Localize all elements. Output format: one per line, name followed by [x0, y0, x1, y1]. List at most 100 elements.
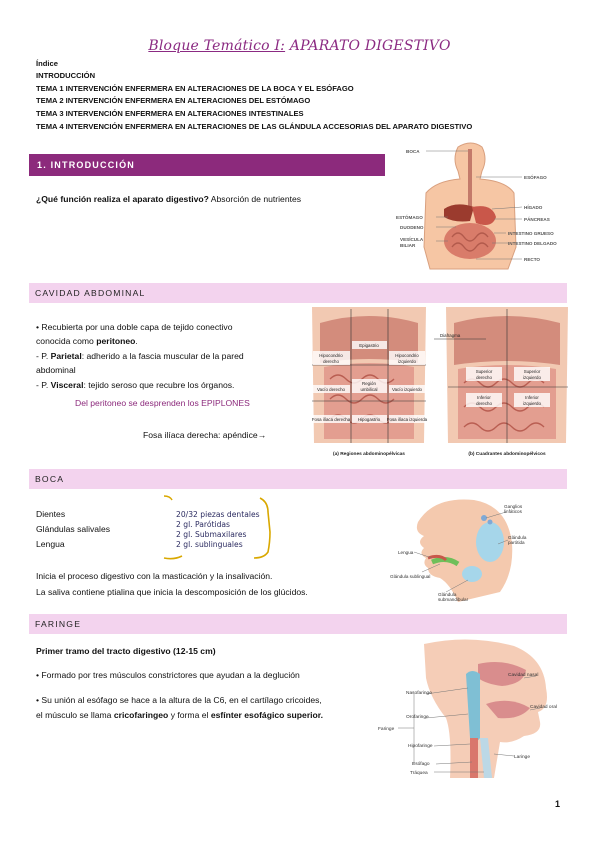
banner-label: 1. INTRODUCCIÓN: [37, 160, 136, 170]
svg-text:Ganglios: Ganglios: [504, 504, 523, 509]
section-banner-introduccion: 1. INTRODUCCIÓN: [29, 154, 385, 176]
cavidad-line: conocida como peritoneo.: [36, 336, 138, 346]
bracket-stroke: [163, 495, 271, 560]
label-nasofaringe: Nasofaringe: [406, 690, 432, 696]
esophagus-tube: [470, 738, 478, 778]
boca-item-glandulas: Glándulas salivales: [36, 524, 111, 534]
svg-text:Región: Región: [362, 381, 376, 386]
label-intestino-delgado: INTESTINO DELGADO: [508, 241, 557, 246]
parotid-gland: [476, 522, 504, 562]
abdominal-regions-figure: Epigastrio Hipocondrio derecho Hipocondr…: [312, 307, 568, 457]
label-hipofaringe: Hipofaringe: [408, 743, 433, 749]
index-item: TEMA 4 INTERVENCIÓN ENFERMERA EN ALTERAC…: [36, 122, 473, 131]
intro-question: ¿Qué función realiza el aparato digestiv…: [36, 194, 209, 204]
section-banner-boca: BOCA: [29, 469, 567, 489]
label-hipocondrio-derecho: derecho: [323, 359, 339, 364]
svg-text:Inferior: Inferior: [477, 395, 491, 400]
trachea-tube: [480, 738, 492, 778]
section-banner-cavidad: CAVIDAD ABDOMINAL: [29, 283, 567, 303]
cavidad-line: - P. Parietal: adherido a la fascia musc…: [36, 351, 244, 361]
index-item: TEMA 3 INTERVENCIÓN ENFERMERA EN ALTERAC…: [36, 109, 304, 118]
faringe-bullet-2: • Su unión al esófago se hace a la altur…: [36, 695, 322, 705]
label-traquea: Tráquea: [410, 770, 428, 776]
label-vacio-izquierdo: Vacío izquierdo: [392, 387, 422, 392]
label-estomago: ESTÓMAGO: [396, 213, 423, 220]
svg-text:Glándula: Glándula: [508, 535, 527, 540]
intestine-coils: [451, 232, 489, 252]
boca-paragraph-2: La saliva contiene ptialina que inicia l…: [36, 587, 308, 597]
index-item: INTRODUCCIÓN: [36, 71, 96, 80]
section-banner-faringe: FARINGE: [29, 614, 567, 634]
label-intestino-grueso: INTESTINO GRUESO: [508, 231, 554, 236]
label-region-umbilical: umbilical: [360, 387, 377, 392]
term-peritoneo: peritoneo: [96, 336, 136, 346]
label-glandula-submandibular: submandibular: [438, 597, 469, 602]
label-cuadrante-inferior-derecho: derecho: [476, 401, 492, 406]
banner-label: CAVIDAD ABDOMINAL: [35, 288, 146, 298]
faringe-bullet-1: • Formado por tres músculos constrictore…: [36, 670, 300, 680]
label-recto: RECTO: [524, 257, 540, 262]
label-cavidad-oral: Cavidad oral: [530, 704, 557, 710]
boca-paragraph-1: Inicia el proceso digestivo con la masti…: [36, 571, 273, 581]
label-lengua: Lengua: [398, 550, 414, 555]
label-higado: HÍGADO: [524, 203, 543, 210]
label-duodeno: DUODENO: [400, 225, 424, 230]
boca-item-lengua: Lengua: [36, 539, 65, 549]
boca-item-dientes: Dientes: [36, 509, 66, 519]
pharynx-figure: Nasofaringe Cavidad nasal Orofaringe Cav…: [378, 639, 557, 778]
note-line: 2 gl. Submaxilares: [176, 530, 247, 539]
label-hipogastrio: Hipogastrio: [358, 417, 381, 422]
term-esfinter: esfínter esofágico superior.: [210, 710, 324, 720]
oral-cavity: [486, 700, 530, 719]
label-boca: BOCA: [406, 149, 420, 154]
banner-label: BOCA: [35, 474, 65, 484]
banner-label: FARINGE: [35, 619, 82, 629]
cavidad-line: - P. Visceral: tejido seroso que recubre…: [36, 380, 235, 390]
salivary-glands-figure: Ganglios linfáticos Glándula parótida Le…: [390, 499, 527, 602]
term-visceral: Visceral: [50, 380, 84, 390]
digestive-system-figure: BOCA ESÓFAGO HÍGADO ESTÓMAGO PÁNCREAS DU…: [396, 142, 557, 270]
index-item: TEMA 2 INTERVENCIÓN ENFERMERA EN ALTERAC…: [36, 96, 311, 105]
intro-question-line: ¿Qué función realiza el aparato digestiv…: [36, 192, 301, 206]
label-hipocondrio-izquierdo: izquierdo: [398, 359, 416, 364]
nasal-cavity: [478, 662, 526, 686]
label-cavidad-nasal: Cavidad nasal: [508, 672, 538, 678]
svg-text:Hipocondrio: Hipocondrio: [319, 353, 343, 358]
note-line: 20/32 piezas dentales: [176, 510, 260, 519]
page-title: Bloque Temático I: APARATO DIGESTIVO: [0, 38, 599, 54]
intro-answer: Absorción de nutrientes: [208, 194, 302, 204]
label-esofago: Esófago: [412, 761, 430, 767]
pharynx-tube: [466, 671, 480, 742]
svg-text:Superior: Superior: [476, 369, 493, 374]
label-cuadrante-inferior-izquierdo: izquierdo: [523, 401, 541, 406]
label-biliar: BILIAR: [400, 243, 416, 248]
label-orofaringe: Orofaringe: [406, 714, 429, 720]
caption-regiones: (a) Regiones abdominopélvicas: [333, 451, 405, 457]
index-heading: Índice: [36, 59, 58, 68]
title-prefix: Bloque Temático I:: [148, 38, 286, 54]
faringe-bullet-2-cont: el músculo se llama cricofaringeo y form…: [36, 710, 324, 720]
label-glandula-sublingual: Glándula sublingual: [390, 574, 430, 579]
page-number: 1: [555, 799, 561, 809]
lymph-node: [487, 519, 493, 525]
label-cuadrante-superior-derecho: derecho: [476, 375, 492, 380]
title-main: APARATO DIGESTIVO: [289, 38, 451, 54]
label-fosa-iliaca-derecha: Fosa ilíaca derecha: [312, 417, 351, 422]
caption-cuadrantes: (b) Cuadrantes abdominopélvicos: [468, 451, 546, 457]
label-faringe: Faringe: [378, 726, 395, 732]
svg-text:Superior: Superior: [524, 369, 541, 374]
faringe-heading: Primer tramo del tracto digestivo (12-15…: [36, 646, 216, 656]
liver-shape: [444, 204, 474, 222]
cavidad-line: • Recubierta por una doble capa de tejid…: [36, 322, 233, 332]
submandibular-gland: [462, 566, 482, 582]
label-ganglios-linfaticos: linfáticos: [504, 509, 523, 514]
boca-note-bracket: [163, 495, 271, 560]
label-pancreas: PÁNCREAS: [524, 216, 550, 222]
fosa-iliaca-note: Fosa ilíaca derecha: apéndice→: [143, 430, 267, 440]
label-diafragma: Diafragma: [440, 333, 461, 338]
index-item: TEMA 1 INTERVENCIÓN ENFERMERA EN ALTERAC…: [36, 84, 354, 93]
boca-note: 20/32 piezas dentales 2 gl. Parótidas 2 …: [176, 510, 260, 550]
label-cuadrante-superior-izquierdo: izquierdo: [523, 375, 541, 380]
svg-text:Inferior: Inferior: [525, 395, 539, 400]
label-esofago: ESÓFAGO: [524, 173, 547, 180]
